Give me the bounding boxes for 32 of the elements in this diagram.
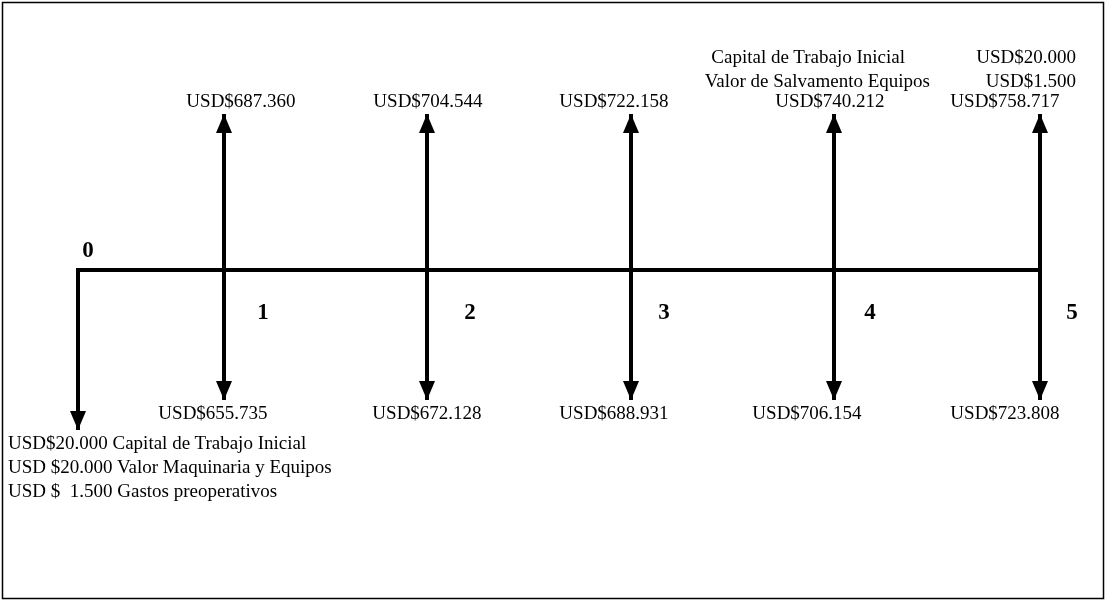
period-number: 0: [81, 237, 95, 263]
amount-label: USD$723.808: [949, 401, 1061, 425]
cash-flow-arrow: [216, 270, 232, 400]
amount-label: USD$706.154: [751, 401, 863, 425]
cash-flow-arrow: [623, 114, 639, 270]
amount-label: USD$704.544: [372, 89, 484, 113]
amount-label: USD$687.360: [185, 89, 297, 113]
cash-flow-arrow: [623, 270, 639, 400]
cash-flow-note: USD$20.000: [976, 45, 1076, 69]
amount-label: USD$672.128: [371, 401, 483, 425]
note-line: USD$20.000 Capital de Trabajo Inicial: [8, 431, 308, 455]
period-number: 2: [463, 299, 477, 325]
period-number: 1: [256, 299, 270, 325]
cash-flow-arrow: [419, 270, 435, 400]
amount-label: USD$688.931: [558, 401, 670, 425]
note-line: USD $20.000 Valor Maquinaria y Equipos: [8, 455, 333, 479]
cash-flow-note: Capital de Trabajo Inicial: [711, 45, 905, 69]
cash-flow-arrow: [419, 114, 435, 270]
note-line: USD $ 1.500 Gastos preoperativos: [8, 479, 279, 503]
cash-flow-arrow: [70, 272, 86, 430]
cash-flow-arrow: [1032, 270, 1048, 400]
period-number: 4: [863, 299, 877, 325]
amount-label: USD$740.212: [774, 90, 885, 113]
period-number: 5: [1065, 299, 1079, 325]
cash-flow-note: Valor de Salvamento Equipos: [704, 69, 930, 93]
amount-label: USD$722.158: [558, 89, 670, 113]
amount-label: USD$655.735: [157, 401, 269, 425]
period-number: 3: [657, 299, 671, 325]
cash-flow-arrow: [826, 270, 842, 400]
cash-flow-arrow: [1032, 114, 1048, 270]
cash-flow-arrow: [216, 114, 232, 270]
cash-flow-arrow: [826, 114, 842, 270]
